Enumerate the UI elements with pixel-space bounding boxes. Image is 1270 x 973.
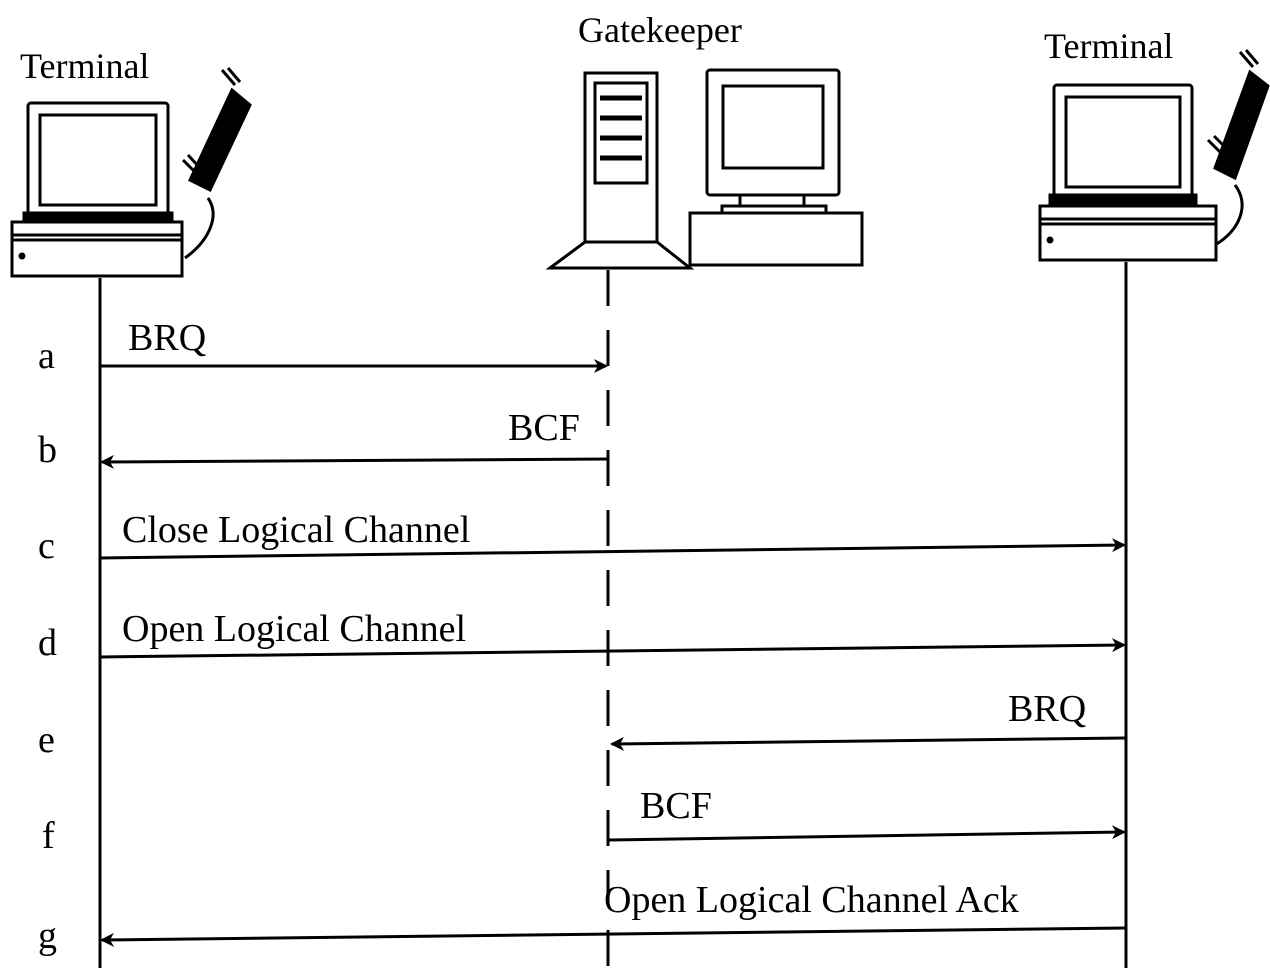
message-label-f: BCF [640, 785, 712, 827]
message-label-d: Open Logical Channel [122, 608, 466, 650]
step-label-b: b [38, 429, 57, 471]
step-label-a: a [38, 335, 55, 377]
message-label-b: BCF [508, 407, 580, 449]
message-arrow-e [610, 736, 1127, 751]
message-arrow-b [100, 454, 609, 469]
terminal-phone-icon [1038, 49, 1270, 262]
message-arrow-f [607, 825, 1126, 842]
step-label-e: e [38, 719, 55, 761]
step-label-g: g [38, 915, 57, 957]
step-label-f: f [42, 815, 55, 857]
message-arrow-d [99, 638, 1126, 659]
step-label-d: d [38, 622, 57, 664]
actor-label-terminal-left: Terminal [20, 46, 149, 86]
message-label-c: Close Logical Channel [122, 509, 470, 551]
terminal-phone-icon [10, 67, 252, 278]
message-label-a: BRQ [128, 317, 206, 359]
message-label-g: Open Logical Channel Ack [604, 879, 1019, 921]
message-arrow-c [99, 538, 1126, 560]
message-label-e: BRQ [1008, 688, 1086, 730]
actor-label-terminal-right: Terminal [1044, 26, 1173, 66]
actor-label-gatekeeper: Gatekeeper [578, 10, 742, 50]
server-workstation-icon [545, 68, 864, 270]
message-arrow-g [100, 926, 1127, 947]
step-label-c: c [38, 525, 55, 567]
